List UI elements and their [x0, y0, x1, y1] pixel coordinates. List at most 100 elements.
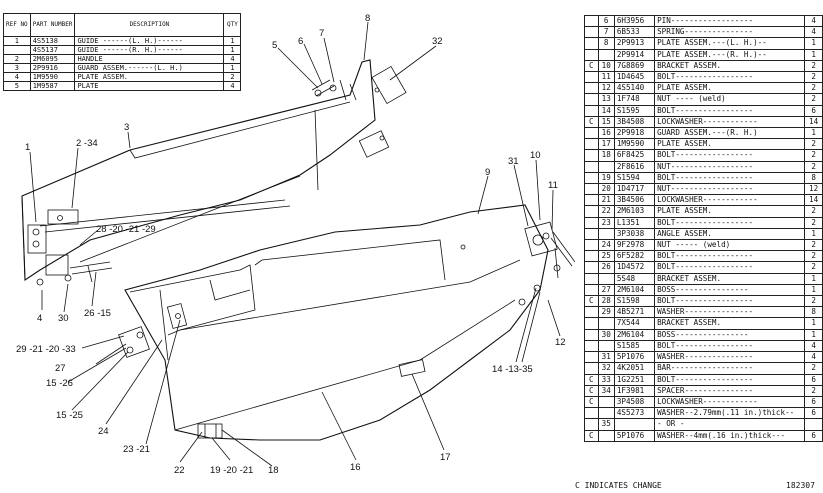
- parts-cell-ref: 30: [597, 328, 615, 341]
- parts-cell-desc: BOLT-----------------: [654, 104, 806, 117]
- parts-cell-qty: 1: [804, 272, 823, 285]
- parts-cell-desc: NUT------------------: [654, 183, 806, 196]
- parts-cell-ref: 14: [597, 104, 615, 117]
- parts-cell-qty: 2: [804, 362, 823, 375]
- parts-cell-qty: 2: [804, 205, 823, 218]
- callout-26-15: 26 -15: [84, 308, 111, 319]
- parts-cell-desc: LOCKWASHER------------: [654, 194, 806, 207]
- parts-cell-pn: [613, 418, 656, 431]
- parts-cell-ref: 16: [597, 127, 615, 140]
- parts-cell-desc: NUT------------------: [654, 160, 806, 173]
- guard-assembly-left: [21, 59, 407, 282]
- parts-cell-desc: BOLT-----------------: [654, 339, 806, 353]
- parts-cell-mark: C: [584, 384, 599, 397]
- parts-cell-mark: [584, 328, 599, 341]
- parts-cell-pn: 2P9914: [613, 48, 656, 61]
- parts-cell-desc: BOLT-----------------: [654, 171, 806, 185]
- parts-cell-mark: C: [584, 115, 599, 129]
- parts-cell-pn: 6H3956: [613, 14, 656, 28]
- parts-cell-desc: NUT ----- (weld): [654, 239, 806, 252]
- parts-cell-pn: 2F8616: [613, 160, 656, 173]
- parts-cell-mark: [584, 82, 599, 95]
- parts-cell-desc: BAR------------------: [654, 362, 806, 375]
- parts-cell-desc: BOSS----------------: [654, 283, 806, 297]
- parts-cell-desc: BOLT-----------------: [654, 216, 806, 229]
- parts-cell-mark: [584, 127, 599, 140]
- parts-cell-mark: [584, 283, 599, 297]
- parts-cell-qty: 6: [804, 104, 823, 117]
- callout-10: 10: [530, 150, 541, 161]
- parts-cell-pn: 6B533: [613, 26, 656, 39]
- callout-31: 31: [508, 156, 519, 167]
- parts-cell-desc: LOCKWASHER------------: [654, 395, 806, 409]
- parts-cell-mark: [584, 93, 599, 106]
- leader-lines: [29, 21, 561, 467]
- parts-cell-qty: 2: [804, 295, 823, 308]
- parts-cell-qty: 1: [804, 227, 823, 241]
- parts-cell-mark: [584, 171, 599, 185]
- parts-cell-ref: 6: [597, 14, 615, 28]
- parts-cell-qty: 6: [804, 373, 823, 386]
- parts-cell-desc: BOLT-----------------: [654, 250, 806, 263]
- parts-cell-mark: [584, 407, 599, 420]
- parts-cell-qty: 2: [804, 261, 823, 274]
- left-brackets: [27, 209, 113, 286]
- parts-cell-pn: 3P3038: [613, 227, 656, 241]
- parts-cell-mark: [584, 317, 599, 330]
- parts-cell-qty: 2: [804, 384, 823, 397]
- parts-cell-qty: 8: [804, 306, 823, 319]
- parts-cell-qty: 4: [804, 26, 823, 39]
- lower-parts: [118, 303, 426, 439]
- callout-11: 11: [548, 180, 558, 191]
- parts-cell-ref: 35: [597, 418, 615, 431]
- parts-cell-mark: [584, 216, 599, 229]
- callout-2-34: 2 -34: [76, 138, 98, 149]
- parts-cell-pn: 6F8425: [613, 149, 656, 162]
- callout-8: 8: [365, 13, 370, 24]
- parts-cell-pn: S1595: [613, 104, 656, 117]
- parts-cell-mark: C: [584, 373, 599, 386]
- parts-cell-desc: BOLT-----------------: [654, 149, 806, 162]
- parts-cell-pn: 3P4508: [613, 395, 656, 409]
- parts-cell-pn: 1M9590: [613, 138, 656, 151]
- parts-cell-qty: 1: [804, 127, 823, 140]
- header-ref: REF NO: [3, 13, 31, 37]
- parts-cell-ref: 7: [597, 26, 615, 39]
- parts-cell-ref: [597, 227, 615, 241]
- parts-cell-qty: 2: [804, 149, 823, 162]
- parts-cell-ref: 32: [597, 362, 615, 375]
- exploded-diagram: 1 2 -34 3 4 5 6 7 8 9 10 11 12 14 -13-35…: [16, 13, 575, 476]
- parts-cell-qty: 1: [804, 317, 823, 330]
- parts-cell-desc: PLATE ASSEM.: [654, 205, 806, 218]
- callout-28-20-21-29: 28 -20 -21 -29: [96, 224, 156, 235]
- drawing-code: 182307: [786, 481, 815, 490]
- parts-cell-qty: 2: [804, 239, 823, 252]
- parts-cell-mark: [584, 183, 599, 196]
- parts-cell-mark: [584, 339, 599, 353]
- parts-cell-pn: 1D4645: [613, 71, 656, 84]
- parts-cell-qty: 6: [804, 395, 823, 409]
- parts-cell-desc: BOLT-----------------: [654, 71, 806, 84]
- parts-table-row: 35- OR -: [584, 418, 823, 431]
